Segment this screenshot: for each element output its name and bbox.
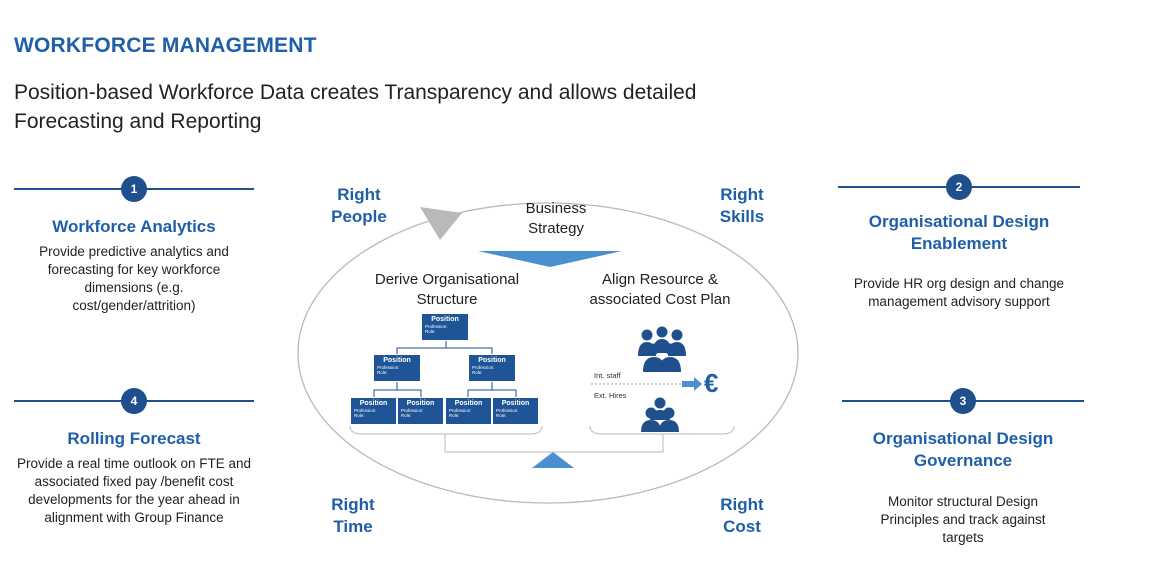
position-field: Role: [449, 413, 460, 418]
euro-icon: € [704, 368, 719, 398]
workforce-analytics-block: 1 Workforce Analytics Provide predictive… [14, 176, 254, 330]
business-strategy-label: Business Strategy [525, 200, 587, 237]
position-title: Position [431, 316, 459, 323]
block-heading: Rolling Forecast [67, 429, 201, 448]
corner-label-right-time: Right Time [331, 495, 375, 536]
ext-hires-label: Ext. Hires [594, 391, 627, 400]
block-description: Provide predictive analytics and forecas… [39, 244, 229, 313]
position-field: Profession: [354, 408, 377, 413]
position-title: Position [359, 400, 388, 407]
cycle-ellipse [297, 202, 799, 504]
position-title: Position [454, 400, 483, 407]
step-number-badge: 2 [946, 174, 972, 200]
rolling-forecast-block: 4 Rolling Forecast Provide a real time o… [14, 388, 254, 552]
position-field: Profession: [401, 408, 424, 413]
cycle-arrow-icon [420, 207, 462, 240]
block-description: Provide HR org design and change managem… [853, 276, 1065, 309]
position-title: Position [478, 357, 506, 364]
org-chart-bracket [349, 425, 543, 435]
step-number-badge: 1 [121, 176, 147, 202]
block-heading: Workforce Analytics [52, 217, 216, 236]
block-heading: Organisational Design Governance [872, 429, 1054, 470]
position-field: Profession: [472, 365, 495, 370]
position-field: Role: [496, 413, 507, 418]
block-heading: Organisational Design Enablement [868, 212, 1050, 253]
position-field: Role: [377, 370, 388, 375]
resource-bracket [589, 425, 735, 435]
position-title: Position [501, 400, 530, 407]
corner-label-right-skills: Right Skills [719, 185, 765, 226]
block-description: Monitor structural Design Principles and… [880, 494, 1046, 545]
corner-label-right-people: Right People [331, 185, 387, 226]
corner-label-right-cost: Right Cost [720, 495, 764, 536]
page-title: WORKFORCE MANAGEMENT [14, 34, 317, 57]
int-staff-label: Int. staff [594, 371, 621, 380]
page-subtitle: Position-based Workforce Data creates Tr… [14, 81, 697, 133]
block-description: Provide a real time outlook on FTE and a… [16, 456, 252, 525]
position-title: Position [406, 400, 435, 407]
position-field: Profession: [377, 365, 400, 370]
position-field: Role: [425, 329, 436, 334]
balance-beam-line [444, 434, 664, 453]
org-chart-connectors [373, 340, 517, 397]
cost-arrow-icon [682, 377, 702, 391]
step-number-badge: 3 [950, 388, 976, 414]
external-hires-people-icon [641, 397, 679, 432]
position-title: Position [383, 357, 411, 364]
position-field: Profession: [449, 408, 472, 413]
position-field: Role: [354, 413, 365, 418]
strategy-down-arrow-icon [478, 251, 622, 267]
step-number-badge: 4 [121, 388, 147, 414]
balance-up-arrow-icon [532, 452, 574, 468]
org-design-governance-block: 3 Organisational Design Governance Monit… [842, 388, 1084, 545]
position-field: Role: [472, 370, 483, 375]
internal-staff-people-icon [638, 326, 686, 372]
org-design-enablement-block: 2 Organisational Design Enablement Provi… [838, 174, 1080, 328]
derive-structure-label: Derive Organisational Structure [374, 271, 520, 308]
align-resource-label: Align Resource & associated Cost Plan [589, 271, 731, 308]
position-field: Profession: [425, 324, 448, 329]
position-field: Role: [401, 413, 412, 418]
position-field: Profession: [496, 408, 519, 413]
